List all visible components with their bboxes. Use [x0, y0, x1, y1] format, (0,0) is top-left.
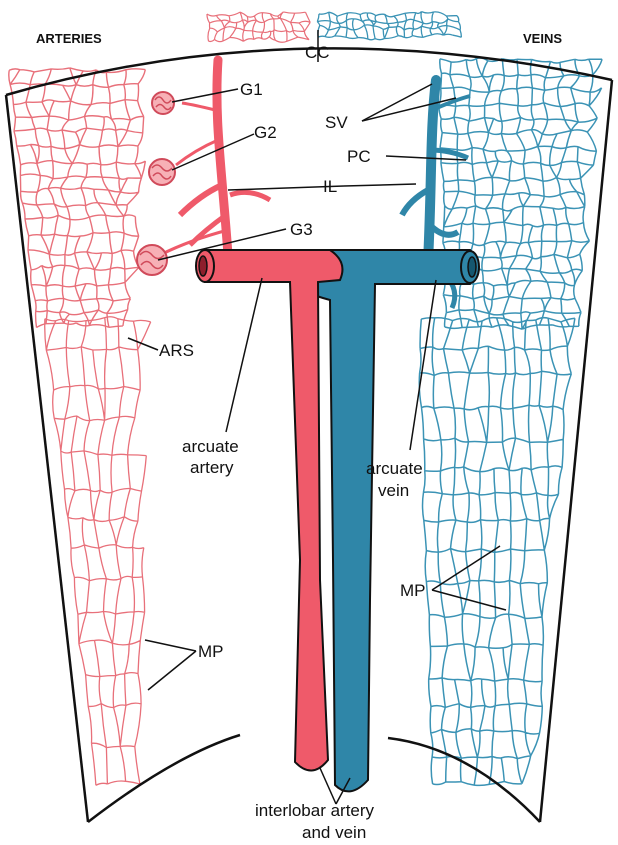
- label-pc: PC: [347, 147, 371, 166]
- arcuate-and-interlobar-artery: [196, 250, 342, 771]
- label-mp-veins: MP: [400, 581, 426, 600]
- label-il: IL: [323, 177, 337, 196]
- cortical-capillaries-arterial: [207, 12, 310, 42]
- veins-header: VEINS: [523, 31, 562, 46]
- label-ars: ARS: [159, 341, 194, 360]
- label-mp-arteries: MP: [198, 642, 224, 661]
- venous-capillary-network: [419, 58, 602, 785]
- arterial-medullary-mesh: [45, 317, 151, 786]
- cortical-capillaries-venous: [317, 12, 461, 40]
- label-arcuate-vein-1: arcuate: [366, 459, 423, 478]
- label-g2: G2: [254, 123, 277, 142]
- cc-arterial-mesh: [207, 12, 310, 42]
- label-arcuate-artery-2: artery: [190, 458, 234, 477]
- label-interlobar-1: interlobar artery: [255, 801, 375, 820]
- arterial-capillary-network: [9, 68, 151, 785]
- label-sv: SV: [325, 113, 348, 132]
- arterial-cortical-mesh: [9, 68, 146, 328]
- label-arcuate-artery-1: arcuate: [182, 437, 239, 456]
- bottom-right-outline: [388, 738, 540, 822]
- label-cc: CC: [305, 43, 330, 62]
- arteries-header: ARTERIES: [36, 31, 102, 46]
- glomerulus-g3: [137, 245, 167, 275]
- bottom-left-outline: [88, 735, 240, 822]
- label-g3: G3: [290, 220, 313, 239]
- glomerulus-g2: [149, 159, 175, 185]
- glomerulus-g1: [152, 92, 174, 114]
- label-g1: G1: [240, 80, 263, 99]
- label-interlobar-2: and vein: [302, 823, 366, 842]
- label-arcuate-vein-2: vein: [378, 481, 409, 500]
- cc-venous-mesh: [317, 12, 461, 40]
